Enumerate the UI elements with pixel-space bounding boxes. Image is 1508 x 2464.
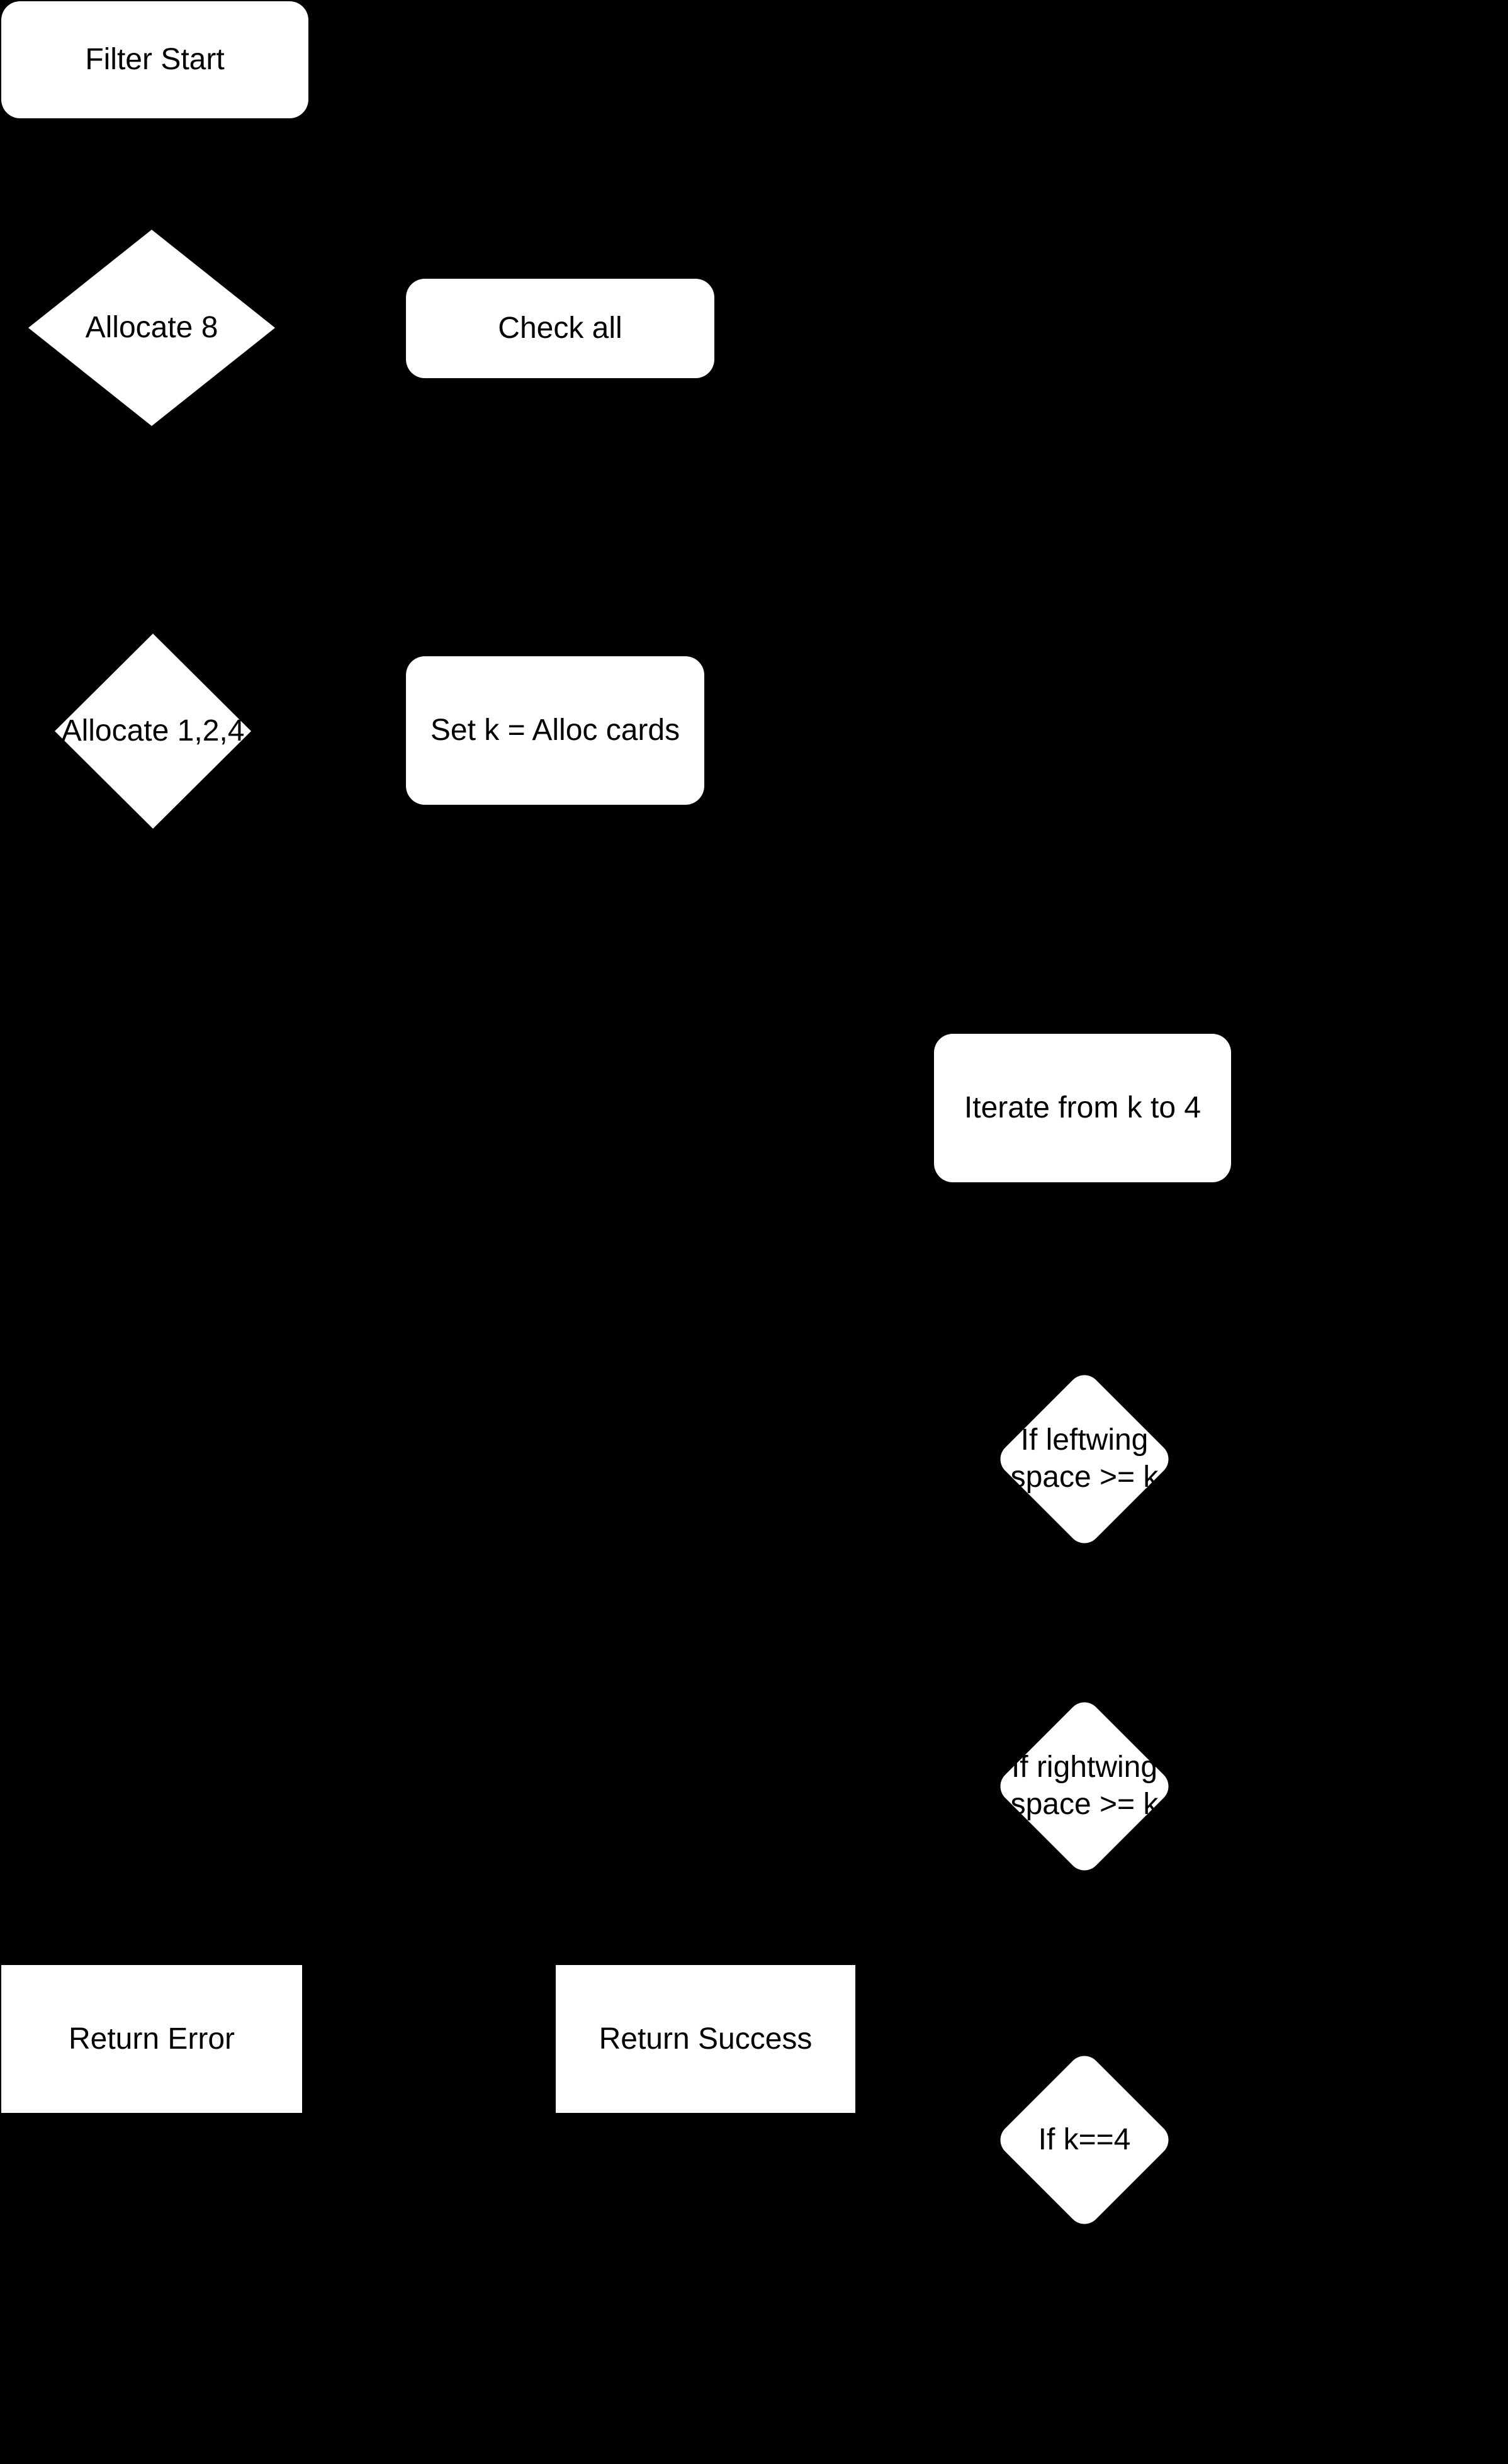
node-set-k-label: Set k = Alloc cards — [430, 714, 680, 748]
diamond-fill — [993, 1695, 1176, 1878]
node-filter-start[interactable]: Filter Start — [1, 1, 308, 118]
node-allocate-8[interactable]: Allocate 8 — [28, 230, 275, 426]
diamond-fill — [993, 2049, 1176, 2231]
diamond-fill — [993, 1368, 1176, 1550]
node-set-k[interactable]: Set k = Alloc cards — [406, 656, 704, 805]
node-return-success[interactable]: Return Success — [556, 1965, 855, 2113]
node-allocate-1-2-4[interactable]: Allocate 1,2,4 — [55, 634, 251, 829]
node-return-error-label: Return Error — [68, 2022, 235, 2056]
diamond-fill — [55, 634, 251, 829]
diamond-fill — [28, 230, 275, 426]
node-iterate-k-to-4-label: Iterate from k to 4 — [964, 1091, 1201, 1125]
node-if-k-equals-4[interactable]: If k==4 — [993, 2049, 1176, 2231]
node-filter-start-label: Filter Start — [85, 43, 225, 77]
node-check-all-label: Check all — [498, 311, 622, 345]
node-iterate-k-to-4[interactable]: Iterate from k to 4 — [934, 1034, 1231, 1182]
node-return-error[interactable]: Return Error — [1, 1965, 302, 2113]
node-check-all[interactable]: Check all — [406, 279, 714, 378]
node-return-success-label: Return Success — [599, 2022, 813, 2056]
